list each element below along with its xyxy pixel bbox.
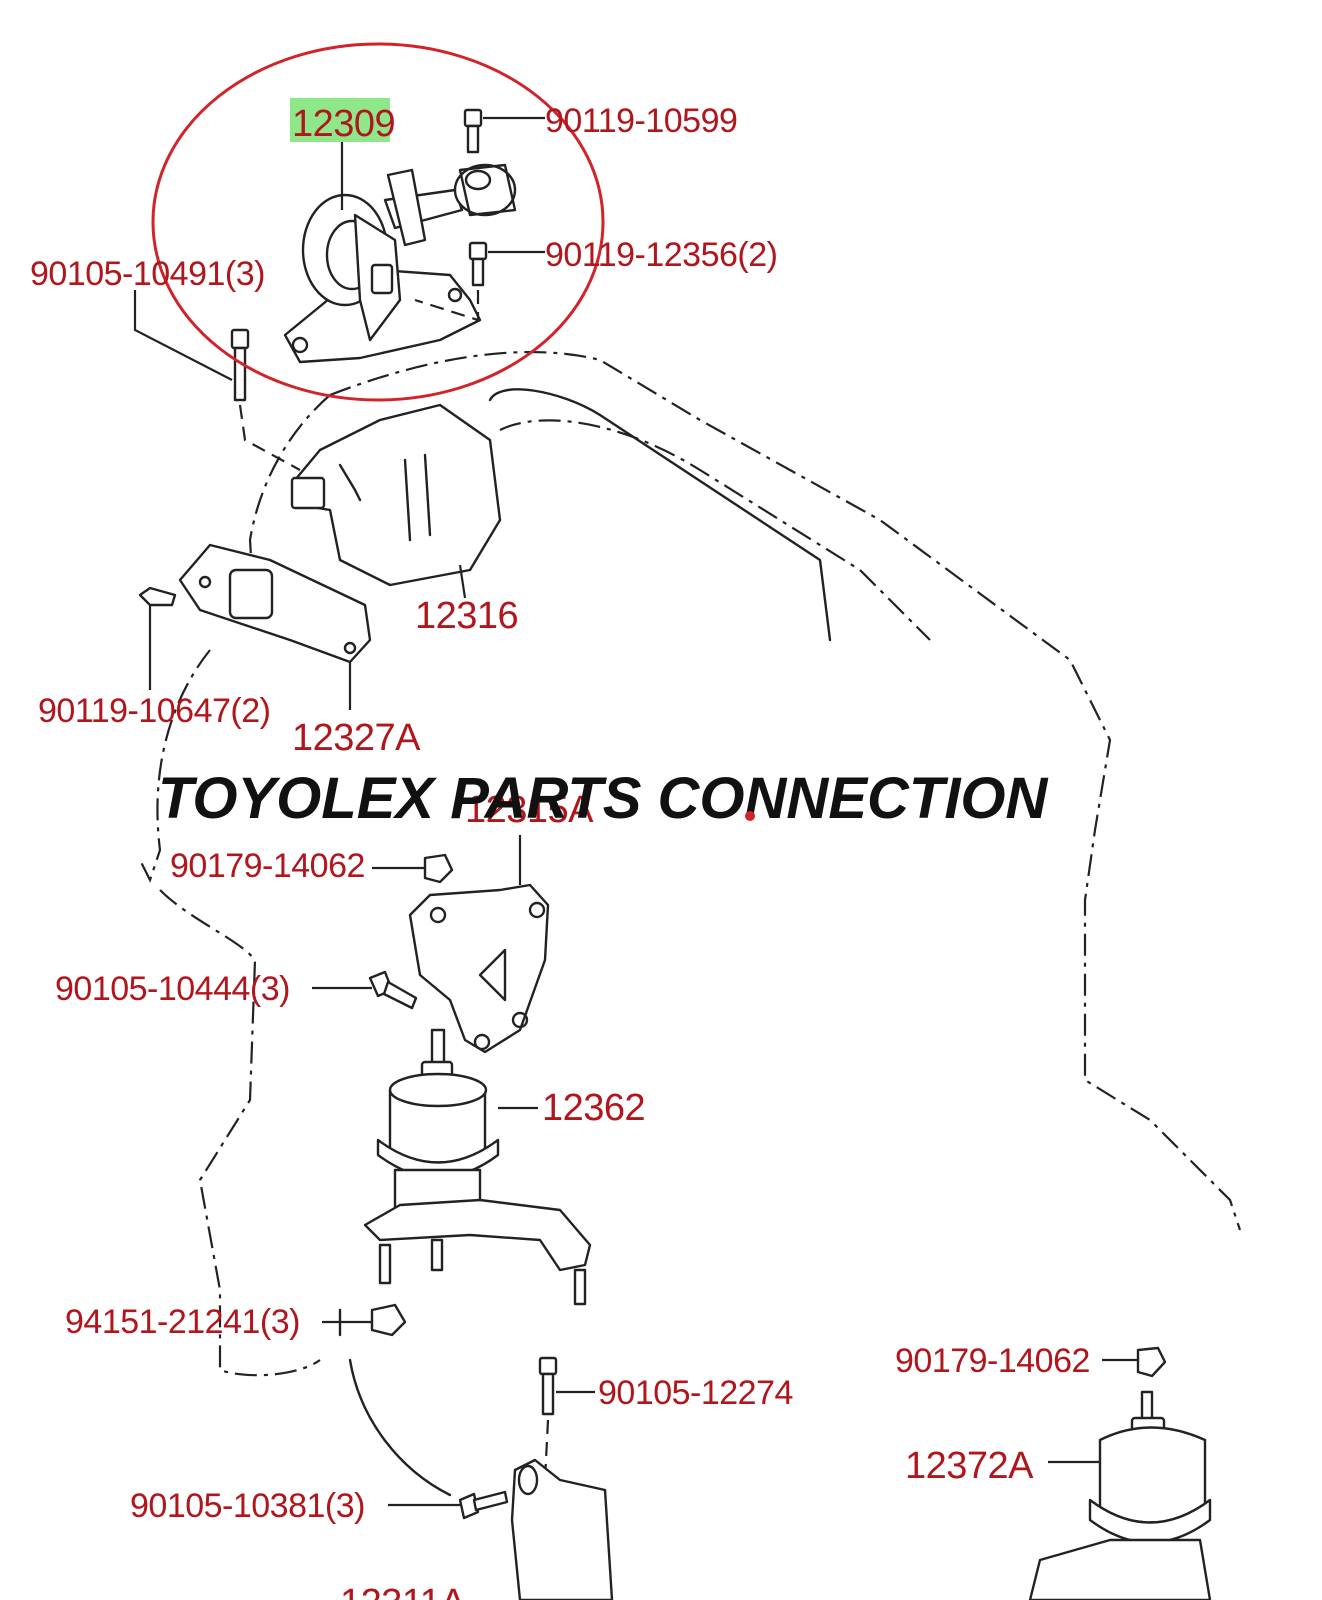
- label-12311A: 12311A: [340, 1582, 466, 1600]
- label-12372A: 12372A: [905, 1445, 1034, 1487]
- label-94151-21241: 94151-21241(3): [65, 1303, 300, 1341]
- highlight-circle: [151, 42, 605, 402]
- mount-12362-drawing: [363, 1028, 592, 1306]
- label-90105-12274: 90105-12274: [598, 1374, 793, 1412]
- label-90105-10491: 90105-10491(3): [30, 255, 265, 293]
- watermark-text: TOYOLEX PARTS CONNECTION: [158, 766, 1049, 831]
- nut-94151-21241: [322, 1303, 407, 1337]
- label-90119-10647: 90119-10647(2): [38, 692, 270, 730]
- label-90179-14062-upper: 90179-14062: [170, 847, 365, 885]
- label-12362: 12362: [542, 1087, 645, 1129]
- part-highlight: [290, 98, 390, 142]
- label-90119-12356: 90119-12356(2): [545, 236, 777, 274]
- label-12315A: 12315A: [465, 789, 594, 831]
- mount-12309-drawing: [283, 108, 545, 364]
- label-12309: 12309: [292, 103, 395, 145]
- watermark-dot: [745, 811, 755, 821]
- bracket-12315A-drawing: [312, 835, 550, 1054]
- label-90105-10444: 90105-10444(3): [55, 970, 290, 1008]
- bolt-90105-10491: [133, 290, 301, 471]
- label-90119-10599: 90119-10599: [545, 102, 737, 140]
- bracket-12327A-drawing: [138, 543, 372, 710]
- label-90105-10381: 90105-10381(3): [130, 1487, 365, 1525]
- mount-12372A-drawing: [1028, 1346, 1212, 1600]
- engine-outline: [139, 350, 1242, 1377]
- bracket-12316-drawing: [290, 403, 502, 599]
- bracket-12311A-drawing: [348, 1356, 614, 1600]
- label-90179-14062-lower: 90179-14062: [895, 1342, 1090, 1380]
- label-12316: 12316: [415, 595, 518, 637]
- label-12327A: 12327A: [292, 717, 421, 759]
